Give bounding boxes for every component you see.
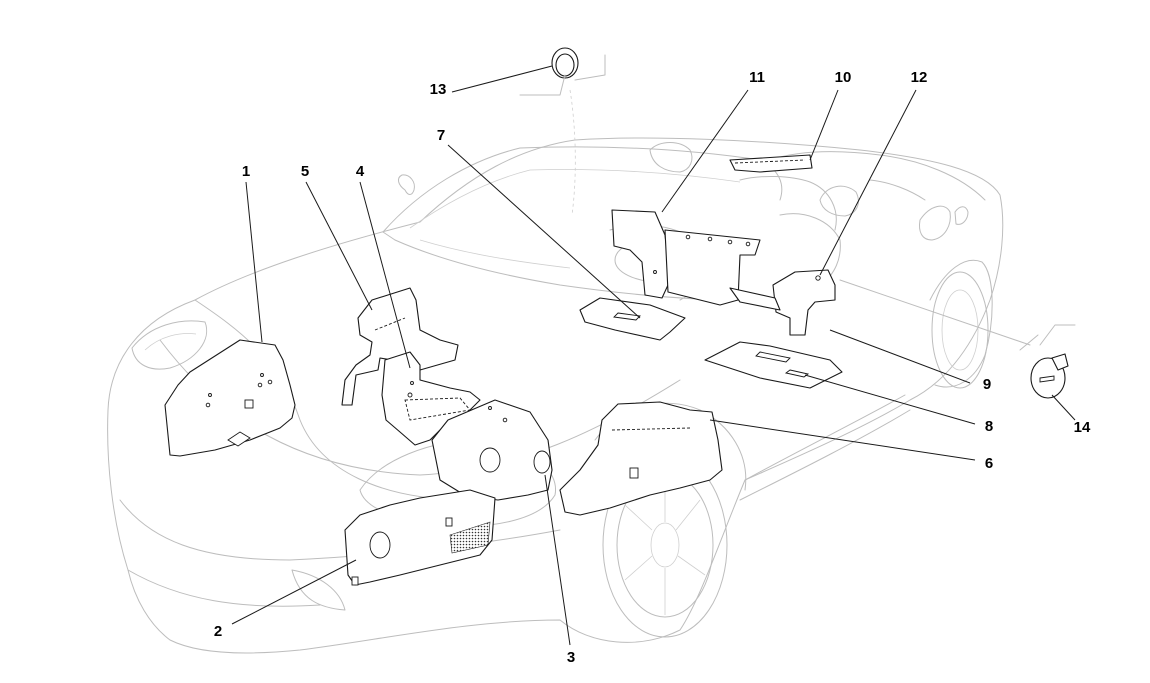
callout-label-9: 9 — [983, 376, 991, 393]
car-body-ghost-outline — [107, 89, 1004, 654]
part-3-bulkhead-panel — [431, 399, 553, 501]
part-13-push-clip — [519, 47, 606, 96]
callout-label-11: 11 — [749, 69, 765, 86]
part-2-front-lower-insulation — [344, 489, 496, 586]
callout-label-7: 7 — [437, 127, 445, 144]
callout-label-4: 4 — [356, 163, 365, 180]
callout-label-3: 3 — [567, 649, 575, 666]
callout-label-12: 12 — [911, 69, 928, 86]
part-8-floor-pad — [704, 341, 843, 389]
callout-label-1: 1 — [242, 163, 250, 180]
part-10-rear-grille — [729, 154, 813, 173]
part-12-rear-vertical-panel — [772, 269, 836, 336]
callout-label-6: 6 — [985, 455, 993, 472]
leader-lines — [231, 65, 1076, 646]
part-14-push-clip — [839, 279, 1076, 399]
part-11-rear-bulkhead-panel — [611, 209, 761, 306]
part-9-lateral-strip — [729, 287, 781, 311]
callout-label-14: 14 — [1074, 419, 1091, 436]
callout-label-13: 13 — [430, 81, 447, 98]
part-6-wheelhouse-insulation — [559, 401, 723, 516]
callout-label-10: 10 — [835, 69, 852, 86]
callout-label-8: 8 — [985, 418, 993, 435]
callout-label-2: 2 — [214, 623, 222, 640]
part-7-floor-pad — [579, 297, 686, 341]
part-5-firewall-shield — [341, 287, 459, 406]
callout-label-5: 5 — [301, 163, 309, 180]
part-1-insulation-panel — [164, 339, 296, 457]
callout-labels: 1 2 3 4 5 6 7 8 9 10 11 12 13 14 — [214, 69, 1091, 666]
